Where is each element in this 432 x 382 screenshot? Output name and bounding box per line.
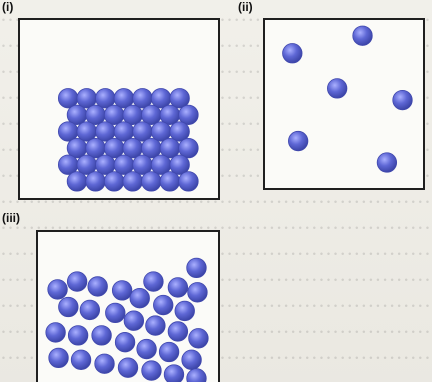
particle <box>160 172 180 192</box>
panel-ii-graphic <box>265 20 423 188</box>
particle <box>67 272 87 292</box>
panel-ii <box>263 18 425 190</box>
particle <box>106 303 126 323</box>
particle <box>104 172 124 192</box>
particle <box>175 301 195 321</box>
particle <box>168 278 188 298</box>
particle <box>189 329 209 349</box>
particle <box>46 323 66 343</box>
panel-iii-graphic <box>38 232 218 382</box>
panel-ii-label: (ii) <box>238 1 253 13</box>
particle <box>124 311 144 331</box>
particle <box>86 172 106 192</box>
panel-iii <box>36 230 220 382</box>
particle <box>188 283 208 303</box>
particle <box>71 350 91 370</box>
particle <box>137 339 157 359</box>
particle <box>159 342 179 362</box>
particle <box>92 326 112 346</box>
particle <box>164 365 184 382</box>
particle <box>49 348 69 368</box>
particle <box>153 295 173 315</box>
particle <box>59 297 79 317</box>
particle <box>123 172 143 192</box>
particle <box>118 358 138 378</box>
particle <box>95 354 115 374</box>
panel-i <box>18 18 220 200</box>
panel-i-label: (i) <box>2 1 13 13</box>
particle <box>68 326 88 346</box>
particle <box>146 316 166 336</box>
particle <box>80 300 100 320</box>
particle <box>353 26 373 46</box>
particle <box>377 153 397 173</box>
particle <box>142 361 162 381</box>
particle <box>67 172 87 192</box>
particle <box>88 277 108 297</box>
particle <box>393 90 413 110</box>
particle <box>48 280 68 300</box>
particle <box>112 281 132 301</box>
panel-iii-label: (iii) <box>2 212 20 224</box>
particle <box>327 79 347 99</box>
particle <box>115 332 135 352</box>
particle <box>179 172 199 192</box>
panel-i-graphic <box>20 20 218 198</box>
particle <box>182 350 202 370</box>
particle <box>144 272 164 292</box>
particle <box>283 44 303 64</box>
particle <box>187 369 207 382</box>
particle <box>141 172 161 192</box>
particle <box>168 322 188 342</box>
particle <box>288 131 308 151</box>
particle <box>130 288 150 308</box>
particle <box>187 258 207 278</box>
